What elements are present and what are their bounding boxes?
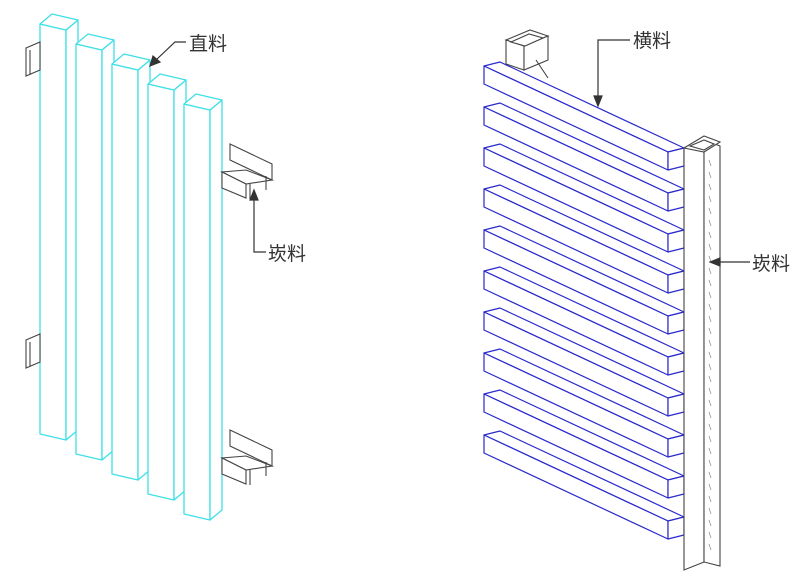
vertical-louver	[183, 93, 223, 521]
vertical-louver-assembly	[25, 13, 275, 521]
horizontal-louver	[483, 430, 695, 540]
left-support-label: 崁料	[268, 243, 306, 265]
right-post	[682, 135, 722, 571]
vertical-louver	[147, 73, 187, 501]
vertical-louver	[75, 33, 115, 461]
vertical-member-label: 直料	[189, 33, 227, 55]
horizontal-member-label: 横料	[633, 30, 671, 52]
vertical-louver	[39, 13, 79, 441]
horizontal-louvers	[483, 61, 695, 540]
front-post	[682, 135, 722, 571]
horizontal-louver-assembly	[483, 29, 722, 571]
horizontal-louver	[483, 184, 695, 294]
horizontal-louver	[483, 348, 695, 458]
left-post	[504, 29, 550, 79]
right-support-label: 崁料	[752, 253, 790, 275]
back-post	[504, 29, 550, 79]
leader-lines	[149, 39, 750, 267]
support-stub	[25, 333, 41, 369]
support-stub	[25, 41, 41, 77]
support-channel	[219, 429, 275, 485]
support-channel	[219, 143, 275, 199]
left-support-brackets	[25, 41, 275, 485]
horizontal-louver	[483, 266, 695, 376]
horizontal-louver	[483, 225, 695, 335]
vertical-louver	[111, 53, 151, 481]
vertical-louvers	[39, 13, 223, 521]
horizontal-louver	[483, 307, 695, 417]
